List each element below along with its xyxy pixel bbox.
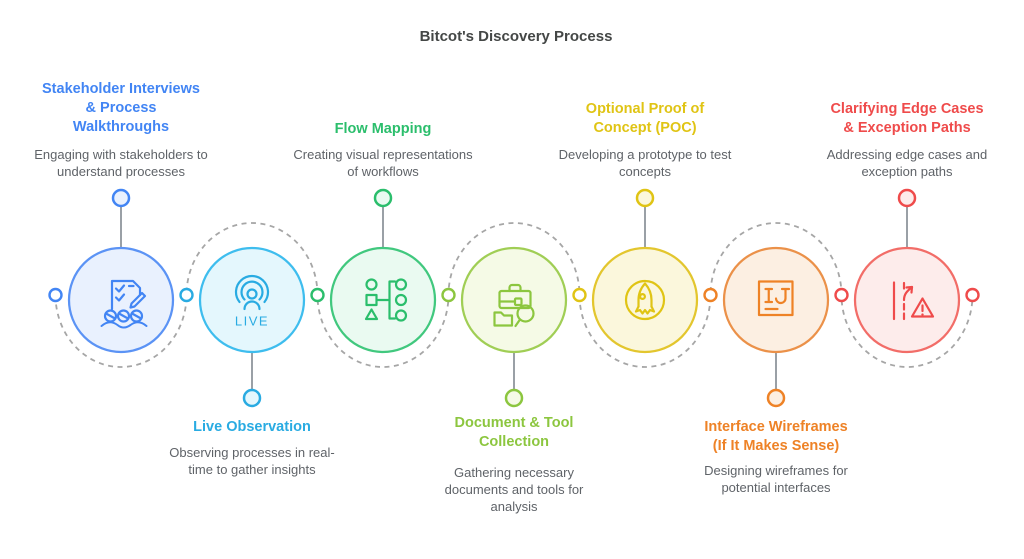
connector-nodes: [48, 287, 980, 303]
connector-node-4: [441, 287, 456, 303]
step-5-title: Optional Proof of Concept (POC): [585, 101, 705, 136]
connector-node-1: [48, 287, 63, 303]
step-7-title: Clarifying Edge Cases & Exception Paths: [830, 101, 984, 136]
step-5-circle: [591, 246, 699, 354]
stem-lines: [120, 206, 908, 390]
checklist-team-icon: [100, 279, 148, 329]
flow-shapes-icon: [364, 278, 408, 322]
live-broadcast-icon: LIVE: [235, 274, 270, 329]
stem-nodes: [111, 188, 917, 408]
stem-node-step-5: [635, 188, 655, 208]
briefcase-search-icon: [493, 283, 535, 328]
step-7-circle: [853, 246, 961, 354]
connector-node-5: [572, 287, 587, 303]
step-2-description: Observing processes in real- time to gat…: [169, 445, 335, 477]
stem-node-step-3: [373, 188, 393, 208]
step-1-title: Stakeholder Interviews & Process Walkthr…: [42, 81, 200, 135]
stem-node-step-1: [111, 188, 131, 208]
step-5-description: Developing a prototype to test concepts: [558, 147, 732, 179]
step-6-description: Designing wireframes for potential inter…: [704, 463, 848, 495]
road-warning-icon: [892, 281, 935, 321]
step-1-description: Engaging with stakeholders to understand…: [34, 147, 208, 179]
connector-node-2: [179, 287, 194, 303]
step-3-title: Flow Mapping: [334, 121, 432, 137]
page-title: Bitcot's Discovery Process: [419, 28, 613, 45]
step-1-circle: [67, 246, 175, 354]
connector-path: [54, 222, 974, 368]
stem-node-step-6: [766, 388, 786, 408]
stem-node-step-4: [504, 388, 524, 408]
wireframe-ij-icon: [757, 280, 794, 317]
stem-node-step-7: [897, 188, 917, 208]
stem-node-step-2: [242, 388, 262, 408]
step-2-title: Live Observation: [193, 419, 311, 435]
connector-node-8: [965, 287, 980, 303]
step-3-description: Creating visual representations of workf…: [293, 147, 473, 179]
step-4-title: Document & Tool Collection: [454, 415, 574, 450]
step-7-description: Addressing edge cases and exception path…: [826, 147, 988, 179]
step-4-description: Gathering necessary documents and tools …: [444, 465, 584, 514]
rocket-icon: [624, 279, 666, 321]
live-icon-text: LIVE: [235, 314, 269, 329]
step-6-title: Interface Wireframes (If It Makes Sense): [704, 419, 848, 454]
connector-node-7: [834, 287, 849, 303]
connector-node-3: [310, 287, 325, 303]
connector-node-6: [703, 287, 718, 303]
step-2-circle: [198, 246, 306, 354]
